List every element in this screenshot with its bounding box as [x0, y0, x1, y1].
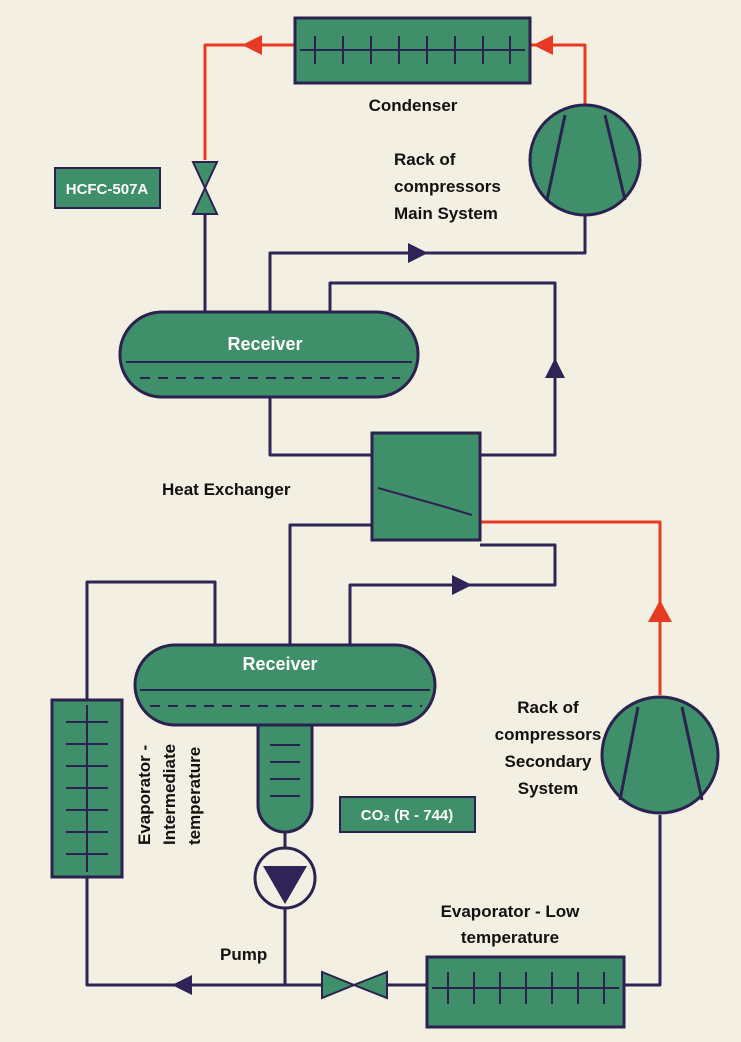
heat-exchanger-label: Heat Exchanger — [162, 480, 291, 499]
compressor-main — [528, 103, 642, 217]
rack-secondary-line-3: Secondary — [505, 752, 592, 771]
arrow-suction-secondary — [452, 575, 472, 595]
pipe-receiver-to-hx — [268, 395, 372, 457]
arrow-hot-2 — [242, 35, 262, 55]
pipe-suction-main — [268, 215, 587, 312]
evaporator-intermediate-label: Evaporator - Intermediate temperature — [135, 744, 204, 845]
pipe-condenser-out — [203, 43, 295, 160]
arrow-hot-secondary — [648, 600, 672, 622]
refrigerant-secondary-label: CO₂ (R - 744) — [361, 807, 454, 824]
receiver-top-label: Receiver — [227, 334, 302, 354]
pump-label: Pump — [220, 945, 267, 964]
arrow-hx-return — [545, 358, 565, 378]
evap-low-line-1: Evaporator - Low — [441, 902, 581, 921]
rack-main-line-2: compressors — [394, 177, 501, 196]
evaporator-intermediate — [50, 698, 124, 879]
rack-main-line-3: Main System — [394, 204, 498, 223]
compressor-secondary — [600, 695, 720, 815]
evaporator-low-label: Evaporator - Low temperature — [441, 902, 581, 947]
arrow-evap-return — [172, 975, 192, 995]
rack-secondary-line-4: System — [518, 779, 578, 798]
pipe-hx-return-main — [328, 281, 557, 457]
rack-main-line-1: Rack of — [394, 150, 456, 169]
flow-arrows — [172, 35, 672, 995]
compressor-secondary-body — [600, 695, 720, 815]
heat-exchanger-body — [370, 431, 482, 542]
evaporator-low — [425, 955, 626, 1029]
pump — [253, 846, 317, 910]
evap-intermediate-line-1: Evaporator - — [135, 745, 154, 845]
pipe-discharge-main — [530, 43, 587, 105]
receiver-bottom-leg — [256, 720, 314, 834]
compressor-main-label: Rack of compressors Main System — [394, 150, 501, 223]
refrigerant-tag-main: HCFC-507A — [54, 167, 161, 209]
receiver-bottom — [133, 643, 437, 834]
receiver-top-body — [118, 310, 420, 399]
pipe-evap-low-return — [624, 815, 662, 987]
compressor-main-body — [528, 103, 642, 217]
arrow-suction-main — [408, 243, 428, 263]
compressor-secondary-label: Rack of compressors Secondary System — [495, 698, 602, 798]
evap-intermediate-line-3: temperature — [185, 747, 204, 845]
refrigerant-main-label: HCFC-507A — [66, 181, 149, 198]
evap-low-line-2: temperature — [461, 928, 559, 947]
receiver-bottom-label: Receiver — [242, 654, 317, 674]
pipe-evap-intermediate-return — [85, 580, 217, 700]
pump-arrow-icon — [263, 866, 307, 904]
pipe-discharge-secondary — [480, 520, 662, 695]
rack-secondary-line-2: compressors — [495, 725, 602, 744]
rack-secondary-line-1: Rack of — [517, 698, 579, 717]
pipe-evap-intermediate-feed — [85, 877, 322, 987]
pipe-suction-secondary — [348, 543, 557, 645]
condenser-label: Condenser — [369, 96, 458, 115]
condenser — [293, 16, 532, 85]
pipe-hx-to-lower-receiver — [288, 523, 372, 645]
expansion-valve-secondary — [321, 970, 388, 1000]
refrigerant-tag-secondary: CO₂ (R - 744) — [339, 796, 476, 833]
evap-intermediate-line-2: Intermediate — [160, 744, 179, 845]
expansion-valve-main — [191, 161, 219, 215]
heat-exchanger — [370, 431, 482, 542]
arrow-hot-1 — [533, 35, 553, 55]
receiver-top — [118, 310, 420, 399]
condenser-fins — [314, 36, 511, 64]
